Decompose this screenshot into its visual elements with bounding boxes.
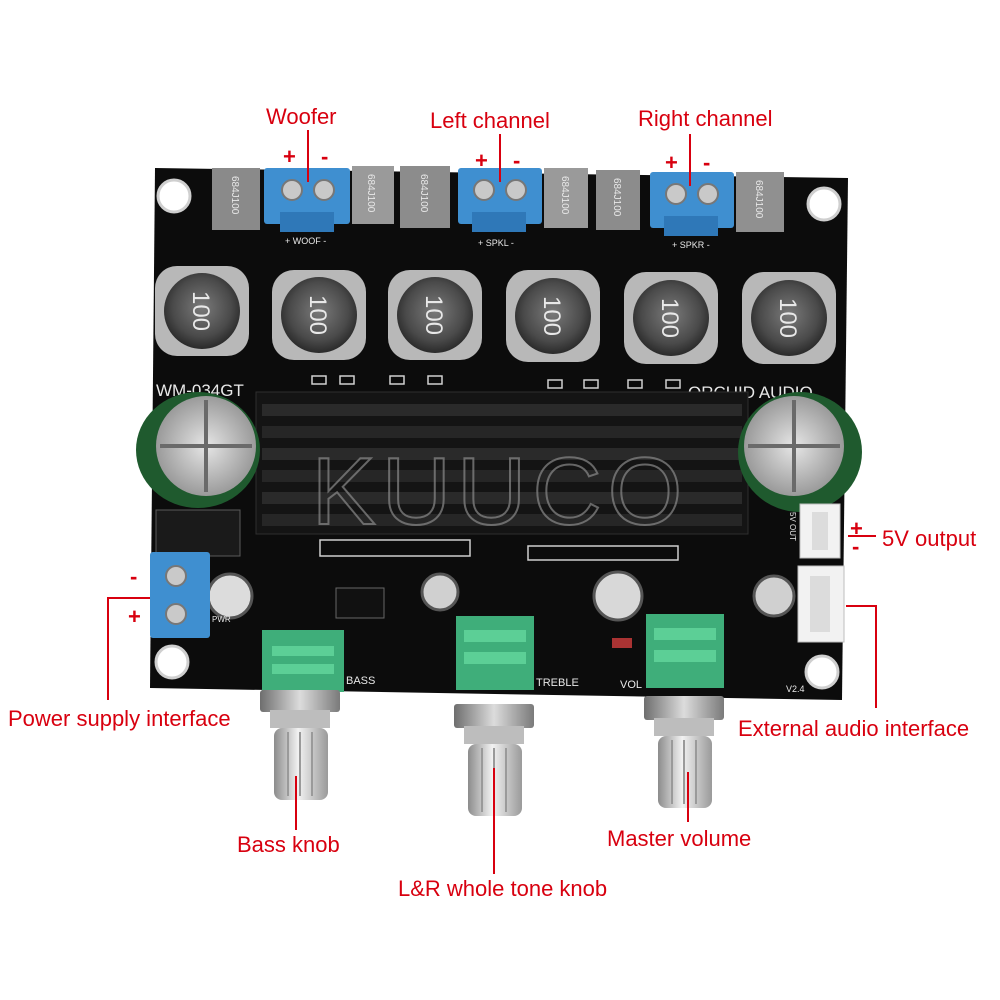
potentiometer-bass — [262, 630, 344, 692]
label-right-channel: Right channel — [638, 106, 773, 131]
svg-text:100: 100 — [774, 298, 801, 338]
svg-text:100: 100 — [420, 295, 447, 335]
capacitor-left — [136, 392, 260, 508]
smd-pads — [311, 375, 681, 389]
silk-spkr: + SPKR - — [672, 240, 710, 250]
terminal-block-left — [458, 168, 542, 232]
label-master-volume: Master volume — [607, 826, 752, 851]
label-bass-knob: Bass knob — [237, 832, 340, 857]
left-minus: - — [513, 148, 521, 173]
svg-text:684J100: 684J100 — [418, 174, 429, 213]
film-capacitors: 684J100 684J100 684J100 684J100 684J100 … — [212, 166, 784, 232]
connector-5v-output — [799, 503, 841, 559]
right-minus: - — [703, 150, 711, 175]
lower-components — [155, 509, 796, 648]
heatsink — [255, 391, 749, 535]
potentiometer-treble — [456, 616, 534, 690]
svg-text:684J100: 684J100 — [559, 176, 570, 215]
silk-pwr: PWR — [212, 615, 231, 624]
silk-vol: VOL — [620, 679, 642, 691]
potentiometer-volume — [646, 614, 724, 688]
mounting-holes — [154, 178, 842, 690]
silk-bass: BASS — [346, 675, 375, 687]
silk-woof: + WOOF - — [285, 236, 326, 246]
label-5v-output: 5V output — [882, 526, 977, 551]
silk-spkl: + SPKL - — [478, 238, 514, 248]
svg-text:100: 100 — [656, 298, 683, 338]
silk-treble: TREBLE — [536, 677, 579, 689]
watermark: KUUCO — [312, 438, 689, 545]
label-left-channel: Left channel — [430, 108, 550, 133]
woofer-plus: + — [283, 144, 296, 169]
knob-volume — [644, 696, 724, 808]
svg-text:100: 100 — [538, 296, 565, 336]
svg-text:100: 100 — [187, 291, 214, 331]
terminal-block-right — [650, 172, 734, 236]
connector-external-audio — [797, 565, 845, 643]
knob-bass — [260, 690, 340, 800]
silk-version: V2.4 — [786, 684, 805, 694]
inductors: 100 100 100 100 100 100 — [155, 266, 836, 364]
label-woofer: Woofer — [266, 104, 337, 129]
callout-lines — [107, 130, 877, 874]
label-tone-knob: L&R whole tone knob — [398, 876, 608, 901]
output5v-plus: + — [850, 516, 863, 541]
label-external-audio: External audio interface — [738, 716, 970, 741]
svg-text:684J100: 684J100 — [753, 180, 764, 219]
silk-5vout: 5V OUT — [788, 512, 797, 541]
terminal-block-woofer — [264, 168, 350, 232]
output5v-minus: - — [852, 534, 860, 559]
woofer-minus: - — [321, 144, 329, 169]
svg-text:100: 100 — [304, 295, 331, 335]
capacitor-right — [738, 392, 862, 512]
svg-text:684J100: 684J100 — [611, 178, 622, 217]
power-minus: - — [130, 564, 138, 589]
svg-text:684J100: 684J100 — [229, 176, 240, 215]
right-plus: + — [665, 150, 678, 175]
left-plus: + — [475, 148, 488, 173]
power-plus: + — [128, 604, 141, 629]
terminal-block-power — [150, 552, 210, 638]
svg-text:684J100: 684J100 — [365, 174, 376, 213]
label-power-supply: Power supply interface — [8, 706, 231, 731]
